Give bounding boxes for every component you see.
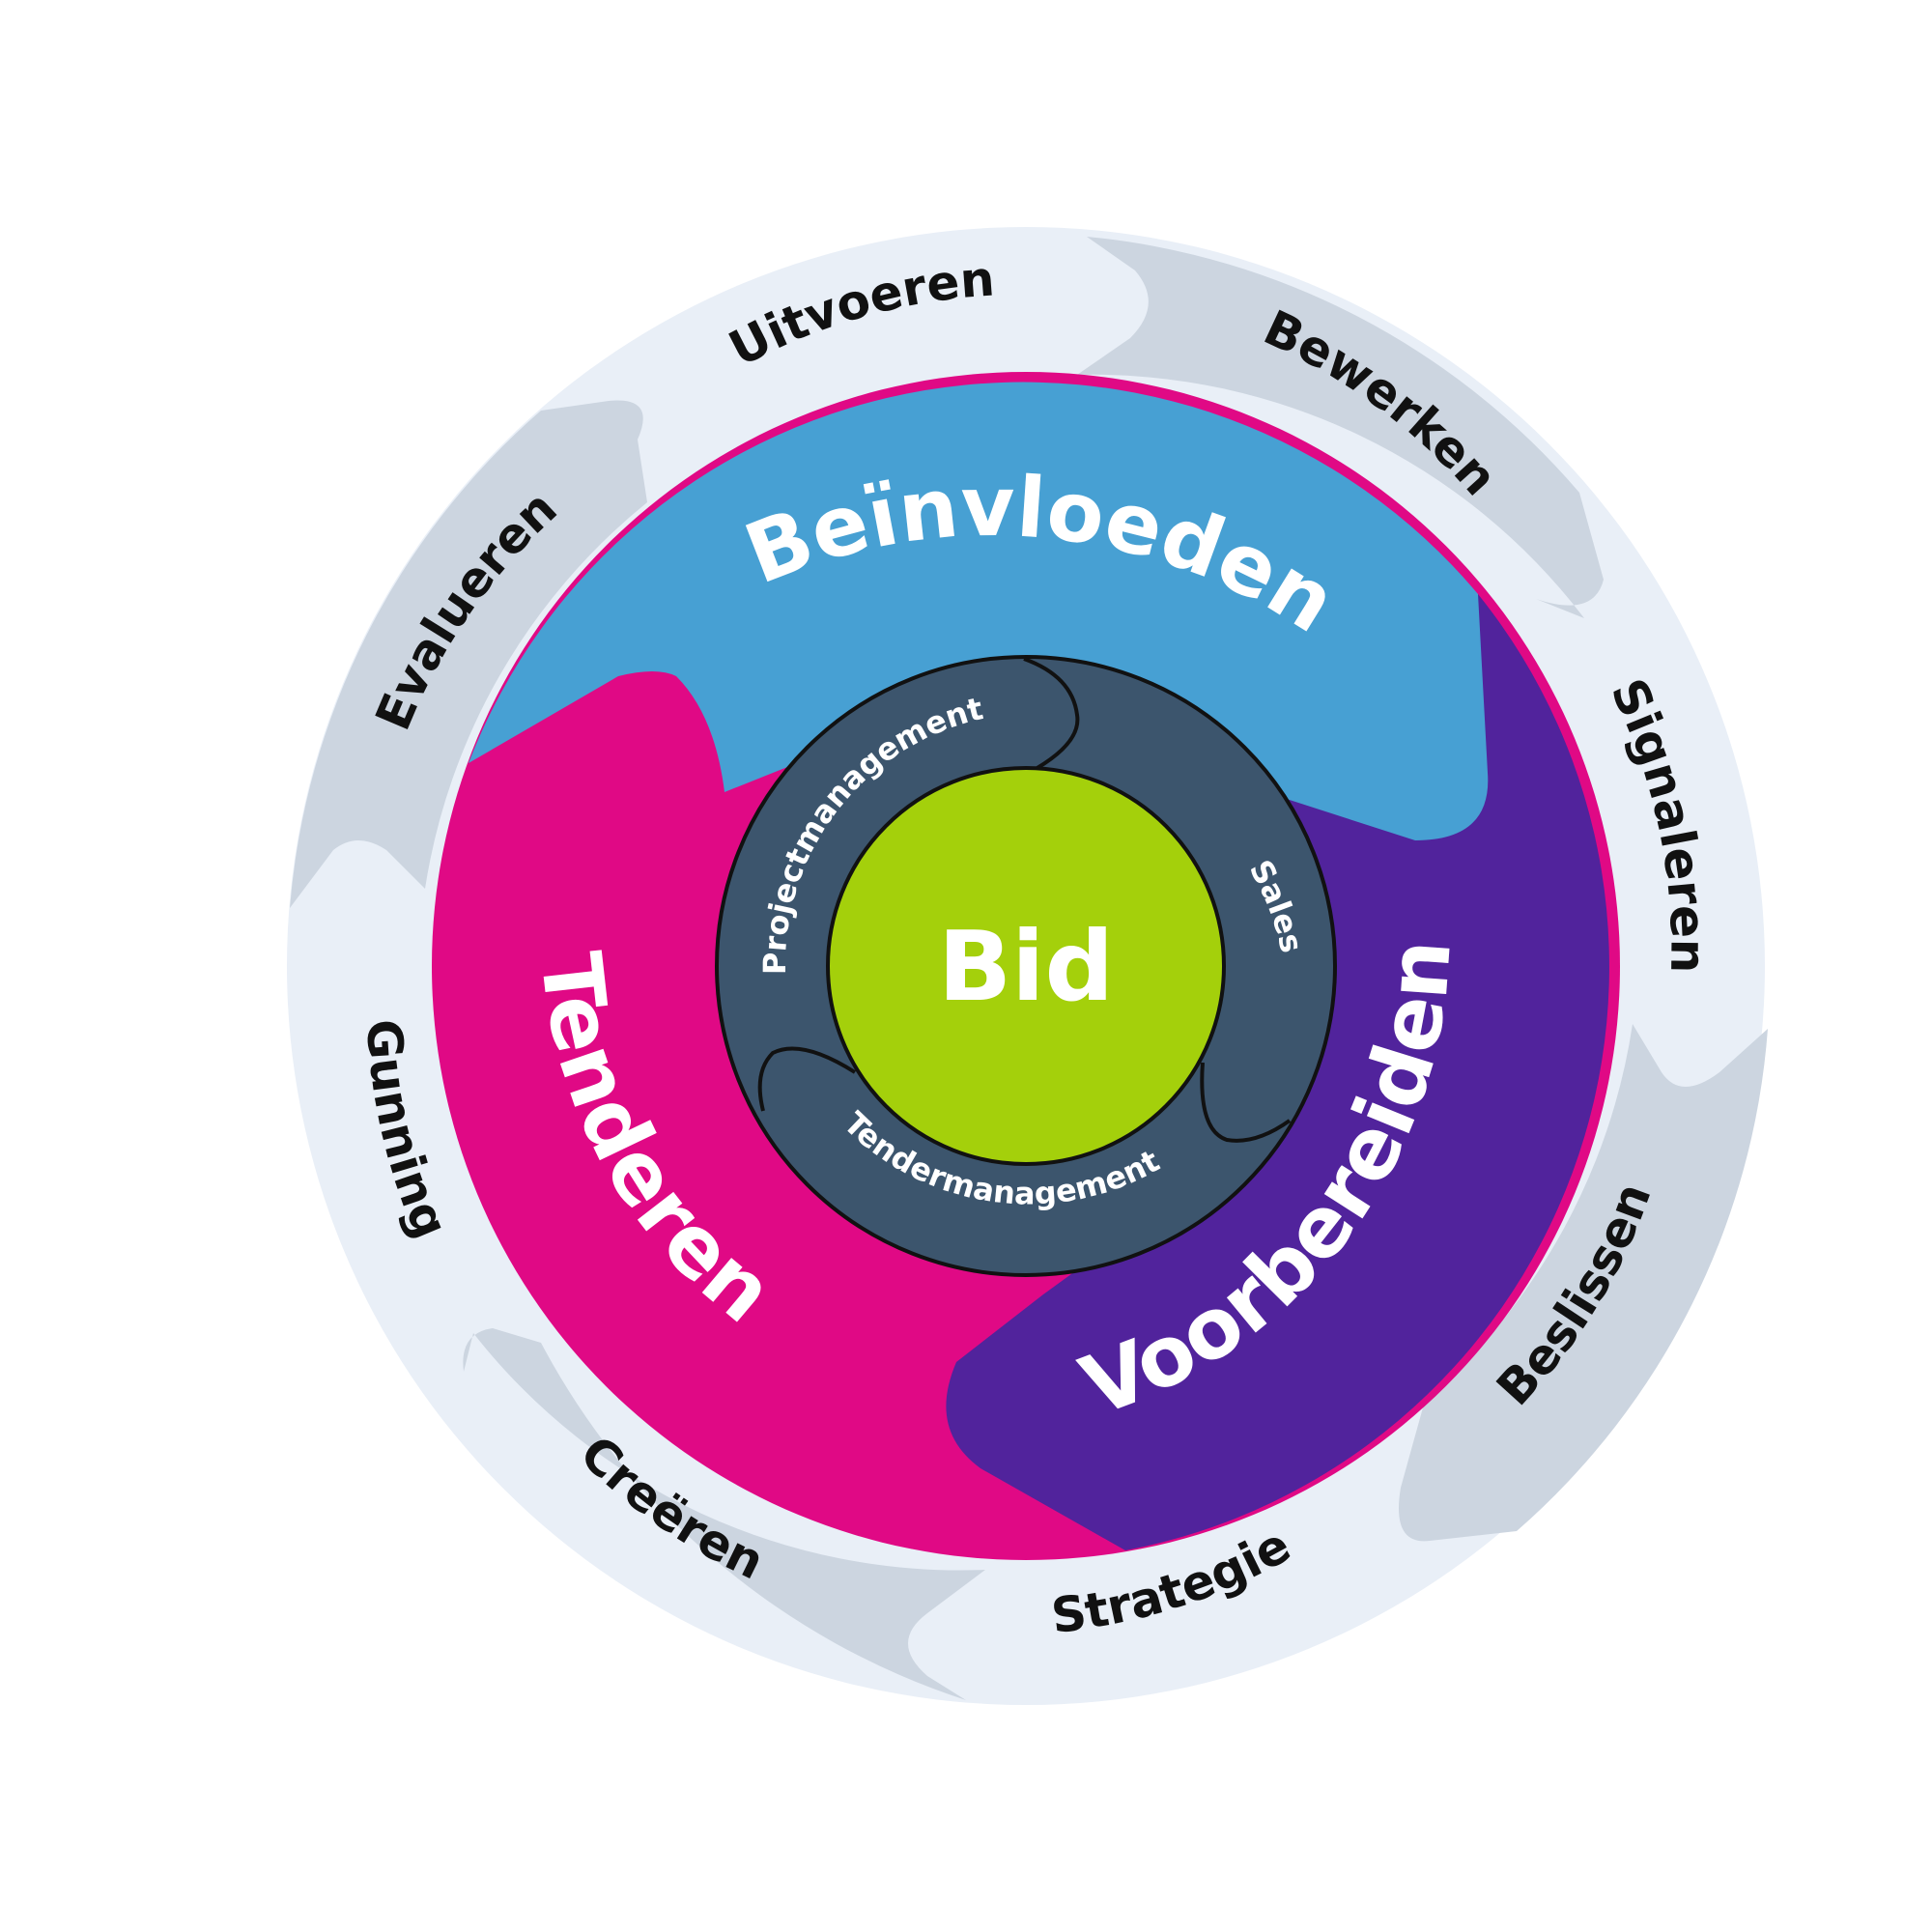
outer-arrows bbox=[290, 237, 1768, 1700]
center-circle bbox=[826, 766, 1226, 1166]
inner-ring-dividers bbox=[757, 657, 1292, 1143]
arrow-bottom bbox=[463, 1328, 985, 1700]
arrow-right bbox=[1399, 1024, 1768, 1542]
center-label: Bid bbox=[938, 910, 1114, 1023]
arrow-left bbox=[290, 400, 647, 908]
arrow-top-right bbox=[1077, 237, 1604, 618]
beinvloeden-segment bbox=[469, 382, 1489, 840]
